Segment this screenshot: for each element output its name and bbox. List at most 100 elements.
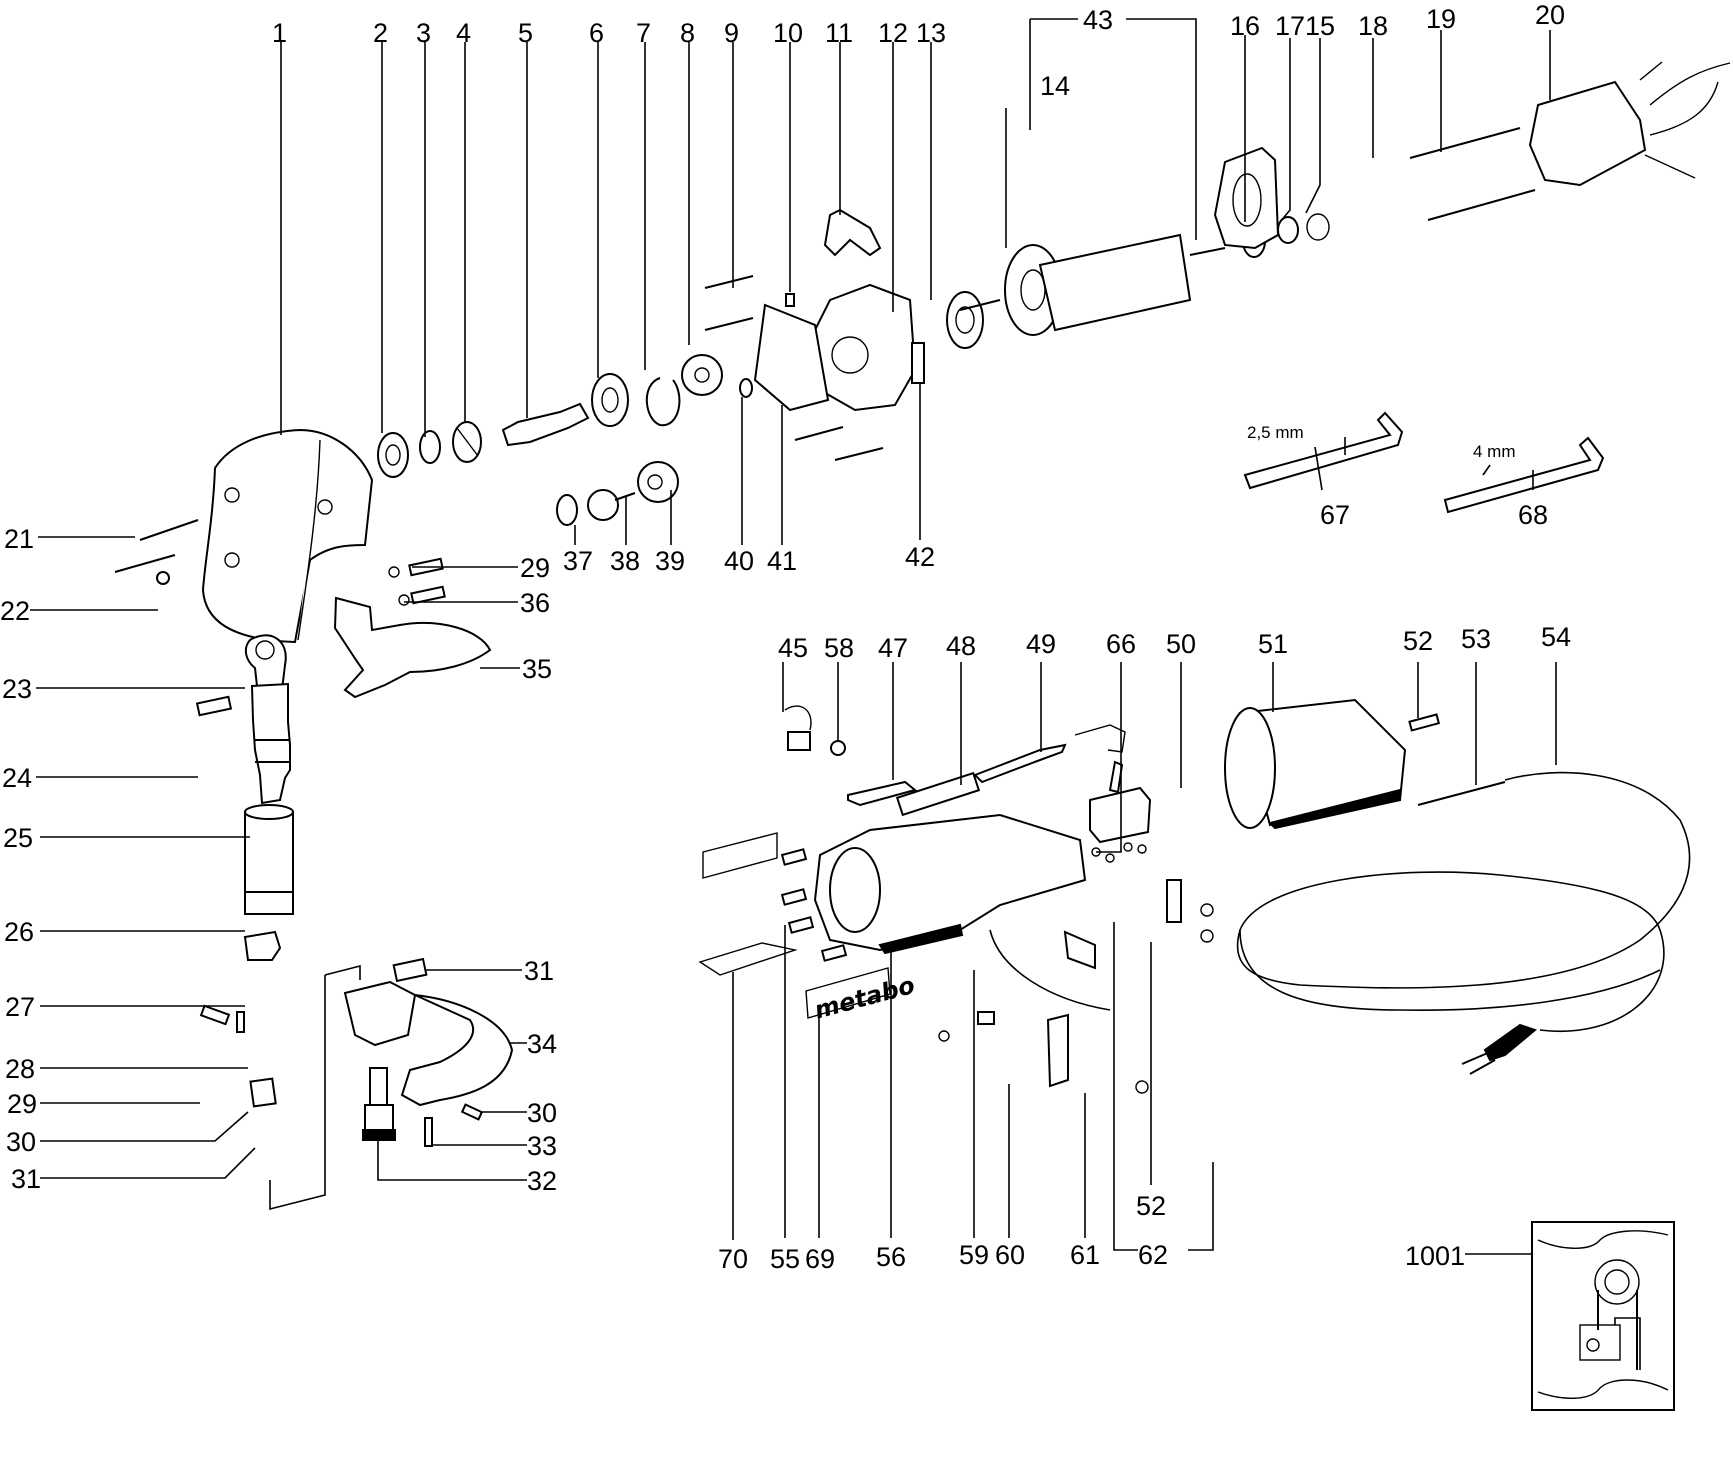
screw-29b-part: [199, 1004, 231, 1026]
callout-1001: 1001: [1405, 1241, 1465, 1271]
callout-48: 48: [946, 631, 976, 661]
callout-40: 40: [724, 546, 754, 576]
callout-50: 50: [1166, 629, 1196, 659]
type-plate-70-part: [702, 832, 778, 879]
callout-54: 54: [1541, 622, 1571, 652]
plug-screw-22-part: [156, 571, 170, 585]
brand-plate-69-part: metabo: [805, 967, 918, 1025]
callout-49: 49: [1026, 629, 1056, 659]
callout-5: 5: [518, 18, 533, 48]
callout-30b: 30: [527, 1098, 557, 1128]
square-nut-31a-part: [392, 957, 428, 983]
callout-32: 32: [527, 1166, 557, 1196]
callout-61: 61: [1070, 1240, 1100, 1270]
motor-housing-56-part: [813, 813, 1087, 955]
screw-9-part: [704, 275, 754, 289]
hex-key-size-small: 2,5 mm: [1247, 423, 1304, 442]
callout-17: 17: [1275, 11, 1305, 41]
die-32-part: [362, 1067, 396, 1141]
screw-52b-part: [1200, 903, 1214, 917]
ram-25-part: [250, 682, 291, 805]
callout-27: 27: [5, 992, 35, 1022]
screw-61-part: [1135, 1080, 1149, 1094]
callout-28: 28: [5, 1054, 35, 1084]
callout-58: 58: [824, 633, 854, 663]
screw-58-part: [830, 740, 846, 756]
callout-59: 59: [959, 1240, 989, 1270]
callout-24: 24: [2, 763, 32, 793]
hex-key-size-large: 4 mm: [1473, 442, 1516, 461]
callout-62: 62: [1138, 1240, 1168, 1270]
callout-51: 51: [1258, 629, 1288, 659]
eccentric-shaft-5-part: [501, 402, 590, 447]
callout-19: 19: [1426, 4, 1456, 34]
gear-8-part: [681, 354, 723, 396]
callout-55: 55: [770, 1244, 800, 1274]
callout-12: 12: [878, 18, 908, 48]
callout-1: 1: [272, 18, 287, 48]
callout-70: 70: [718, 1244, 748, 1274]
callout-25: 25: [3, 823, 33, 853]
callout-37: 37: [563, 546, 593, 576]
part-drawings: metabo: [114, 61, 1731, 1411]
gasket-41-part: [753, 303, 830, 412]
carbon-brush-45-part: [784, 705, 812, 751]
callout-22: 22: [0, 596, 30, 626]
callout-68: 68: [1518, 500, 1548, 530]
pin-24-part: [195, 695, 233, 717]
chip-deflector-35-part: [333, 596, 492, 699]
field-coil-20-part: [1528, 61, 1731, 187]
set-screw-30b-part: [460, 1103, 484, 1121]
insulating-plate-60-part: [1046, 1013, 1069, 1088]
set-screw-30a-part: [236, 1011, 245, 1033]
hex-key-67-part: [1243, 411, 1404, 490]
pins-55-part: [780, 848, 808, 866]
wire-59-part: [989, 929, 1111, 1011]
cable-clamp-62-part: [1166, 879, 1182, 923]
callout-31b: 31: [11, 1164, 41, 1194]
callout-43: 43: [1083, 5, 1113, 35]
callout-36: 36: [520, 588, 550, 618]
callout-3: 3: [416, 18, 431, 48]
callout-52a: 52: [1403, 626, 1433, 656]
slide-47-part: [847, 780, 918, 807]
pin-10-part: [785, 293, 795, 307]
washer-15-part: [1306, 213, 1330, 241]
callout-13: 13: [916, 18, 946, 48]
screw-52a-part: [1408, 713, 1441, 732]
callout-16: 16: [1230, 11, 1260, 41]
callout-67: 67: [1320, 500, 1350, 530]
callout-20: 20: [1535, 0, 1565, 30]
callout-69: 69: [805, 1244, 835, 1274]
punch-28-part: [243, 930, 282, 961]
callout-34: 34: [527, 1029, 557, 1059]
gear-housing-part: [201, 428, 374, 644]
washer-40-part: [739, 378, 753, 398]
callout-56: 56: [876, 1242, 906, 1272]
callout-47: 47: [878, 633, 908, 663]
screw-36-part: [410, 585, 446, 605]
callout-33: 33: [527, 1131, 557, 1161]
callout-4: 4: [456, 18, 471, 48]
callout-52b: 52: [1136, 1191, 1166, 1221]
clip-11-part: [823, 208, 882, 257]
callout-23: 23: [2, 674, 32, 704]
ring-3-part: [419, 430, 441, 464]
callout-53: 53: [1461, 624, 1491, 654]
guide-sleeve-26-part: [244, 804, 294, 915]
callout-31a: 31: [524, 956, 554, 986]
leader-lines: [30, 18, 1557, 1255]
callout-8: 8: [680, 18, 695, 48]
callout-41: 41: [767, 546, 797, 576]
callout-10: 10: [773, 18, 803, 48]
screw-21-part: [139, 519, 199, 541]
hex-key-68-part: [1443, 436, 1605, 514]
switch-50-part: [1089, 760, 1152, 844]
callout-30a: 30: [6, 1127, 36, 1157]
ball-bearing-37-part: [556, 494, 578, 526]
circlip-7-part: [645, 377, 681, 427]
callout-66: 66: [1106, 629, 1136, 659]
callout-7: 7: [636, 18, 651, 48]
callout-21: 21: [4, 524, 34, 554]
